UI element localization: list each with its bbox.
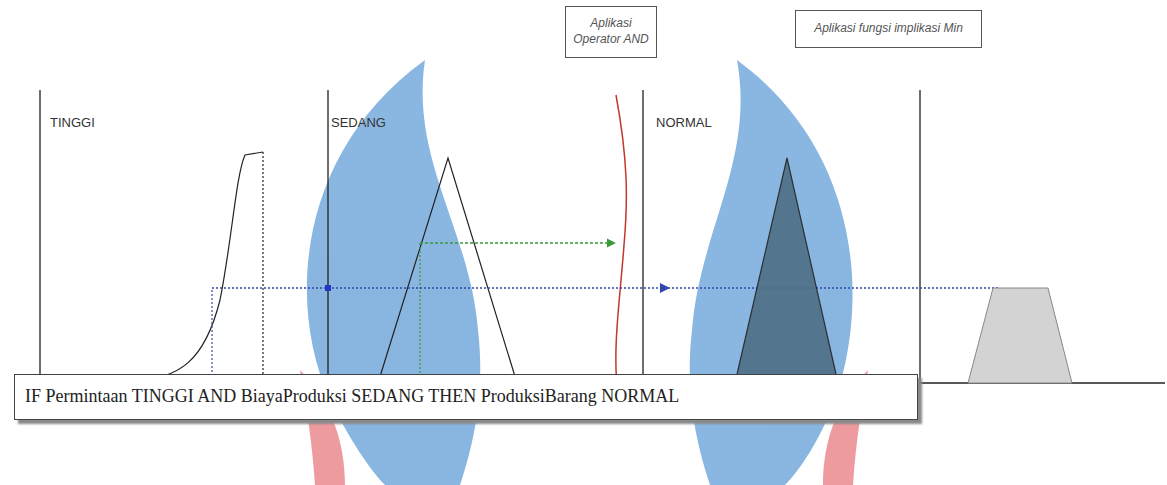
panel-label: TINGGI [50,115,95,130]
panel-label: SEDANG [331,115,386,130]
arrowhead [660,283,670,293]
node-text: Aplikasi fungsi implikasi Min [802,21,975,37]
triangle-mf [378,158,517,383]
and-bracket [616,95,627,395]
marker [325,285,331,291]
s-curve [130,152,263,381]
process-box: Aplikasi fungsi implikasi Min [795,10,982,48]
watermark-logo [300,60,868,485]
dotted-line [211,290,212,381]
panel-label: NORMAL [656,115,712,130]
dotted-arrow [420,242,615,243]
axes [40,90,1165,383]
filled-triangle [735,158,838,383]
dotted-line [419,243,420,392]
dotted-line [262,152,263,381]
process-box: Aplikasi Operator AND [565,6,657,58]
rule-box: IF Permintaan TINGGI AND BiayaProduksi S… [14,374,918,420]
node-text: IF Permintaan TINGGI AND BiayaProduksi S… [25,385,907,408]
trapezoid-result [968,288,1072,383]
node-text: Aplikasi Operator AND [572,16,650,47]
